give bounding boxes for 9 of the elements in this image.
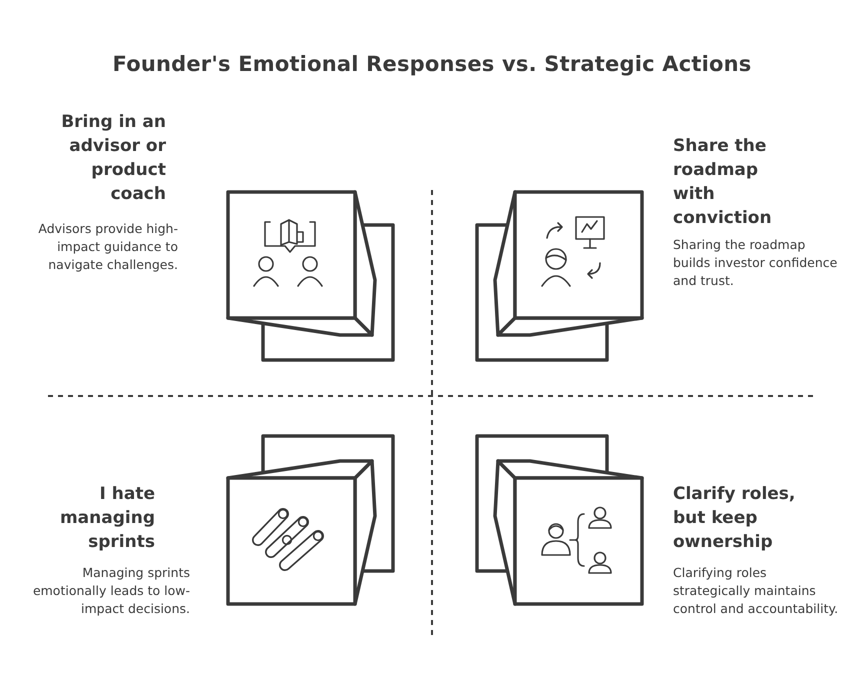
quadrant-description: Managing sprints emotionally leads to low-impact decisions. (32, 564, 190, 618)
quadrant-heading: Clarify roles, but keep ownership (673, 483, 796, 554)
quadrant-heading: I hate managing sprints (58, 483, 155, 554)
quadrant-heading: Share the roadmap with conviction (673, 135, 773, 230)
quadrant-description: Clarifying roles strategically maintains control and accountability. (673, 564, 840, 618)
quadrant-heading: Bring in an advisor or product coach (60, 111, 166, 206)
quadrant-description: Advisors provide high-impact guidance to navigate challenges. (37, 220, 178, 274)
diagram-title: Founder's Emotional Responses vs. Strategic Actions (112, 52, 752, 76)
quadrant-description: Sharing the roadmap builds investor confidence and trust. (673, 236, 838, 290)
